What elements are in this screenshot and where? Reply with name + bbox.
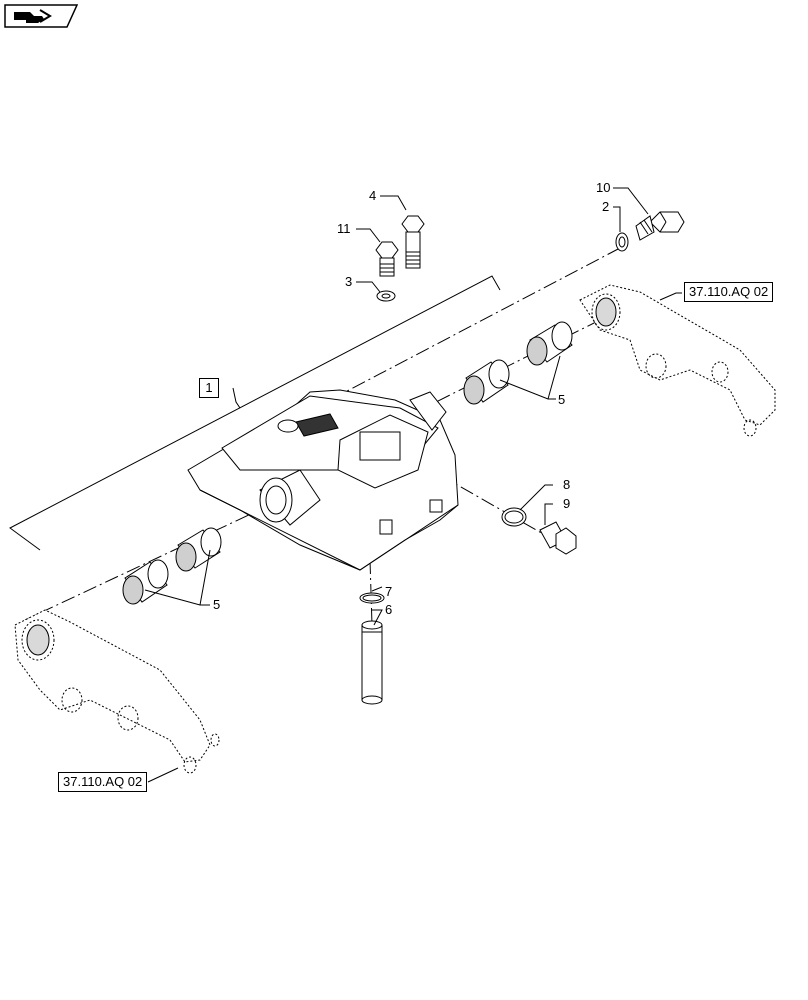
reference-link-bottom[interactable]: 37.110.AQ 02	[58, 772, 148, 792]
reference-link-top[interactable]: 37.110.AQ 02	[684, 282, 774, 302]
arrow-hand-icon[interactable]	[4, 4, 78, 28]
callout-9: 9	[563, 496, 571, 511]
assembly-bracket	[9, 275, 501, 551]
bolt-4	[401, 215, 425, 269]
bushing-5-bottom-a	[175, 527, 222, 572]
callout-7: 7	[385, 584, 393, 599]
callout-5-bottom: 5	[213, 597, 221, 612]
bolt-11	[375, 241, 399, 277]
lift-arm-left-bushing	[26, 624, 50, 656]
callout-8: 8	[563, 477, 571, 492]
lift-arm-left	[14, 609, 220, 774]
callout-10: 10	[596, 180, 611, 195]
lift-housing	[187, 389, 459, 571]
callout-11: 11	[337, 221, 351, 236]
lift-arm-right	[579, 284, 776, 437]
leader-lines	[144, 187, 682, 783]
callout-box-1: 1	[199, 378, 219, 398]
o-ring-7	[359, 592, 385, 604]
bushing-5-top-b	[463, 359, 510, 405]
bushing-5-bottom-b	[122, 559, 169, 605]
plug-9	[539, 521, 577, 555]
bushing-5-top-a	[526, 321, 573, 366]
callout-3: 3	[345, 274, 353, 289]
callout-4: 4	[369, 188, 377, 203]
bolt-10	[635, 211, 685, 241]
callout-2: 2	[602, 199, 610, 214]
washer-3	[376, 290, 396, 302]
washer-2	[615, 232, 629, 252]
callout-5-top: 5	[558, 392, 566, 407]
lift-arm-right-bushing	[595, 297, 617, 327]
callout-6: 6	[385, 602, 393, 617]
pin-6	[361, 620, 383, 705]
o-ring-8	[501, 507, 527, 527]
